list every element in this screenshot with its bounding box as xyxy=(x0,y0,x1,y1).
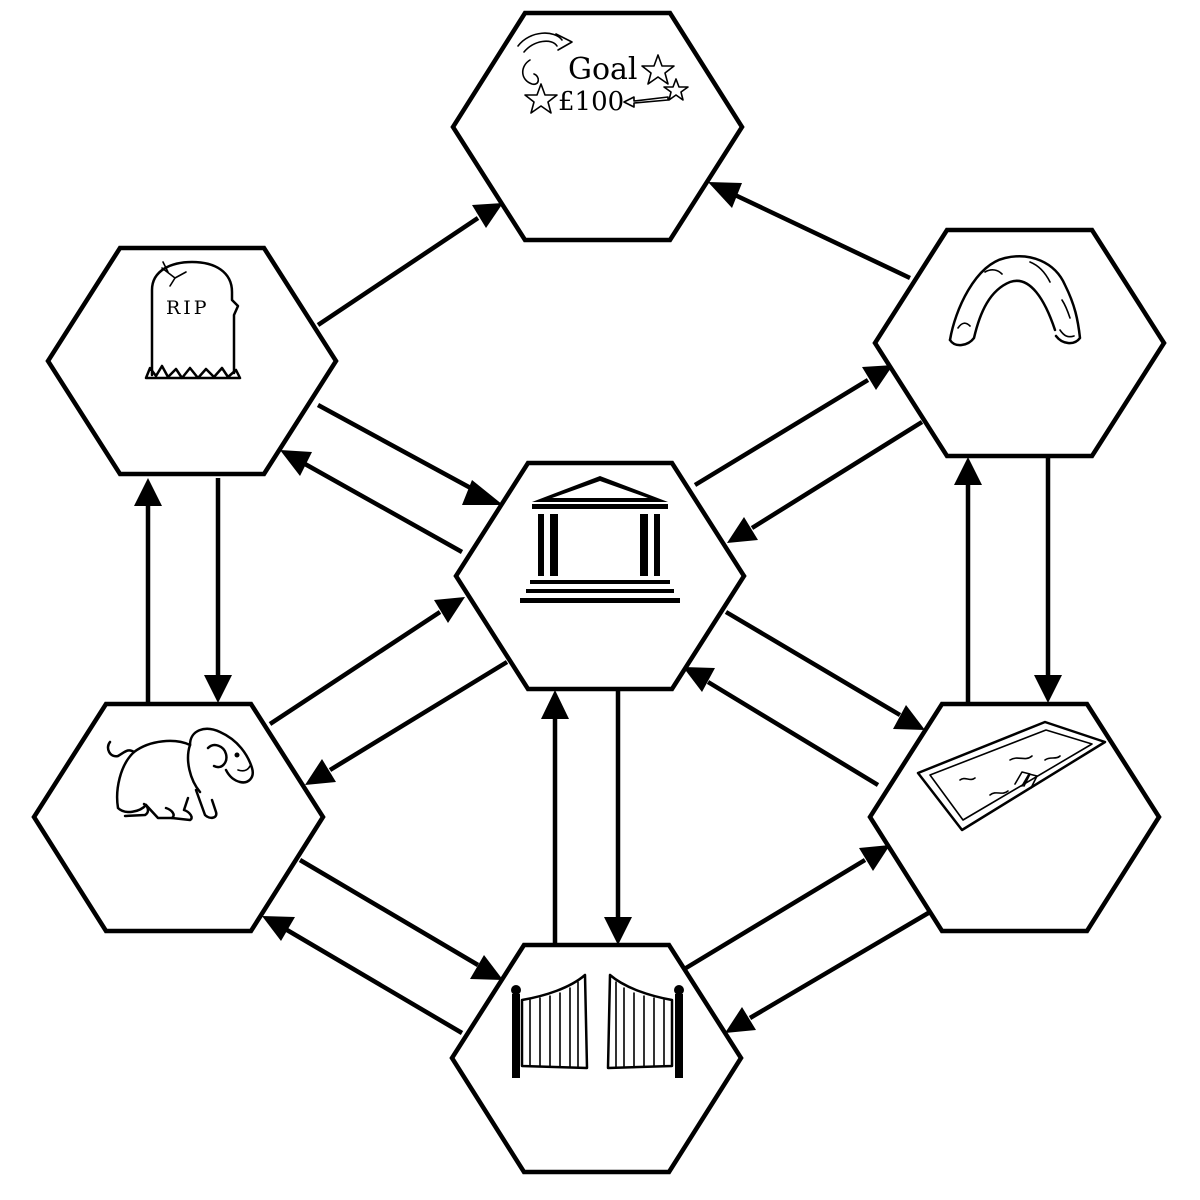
arrow-pool-to-bank xyxy=(706,680,880,787)
arrowhead xyxy=(954,457,982,485)
arrowhead xyxy=(262,916,295,941)
arrowhead xyxy=(541,690,569,719)
arrowhead xyxy=(683,667,715,692)
bank-building-icon xyxy=(520,476,680,603)
arrowhead xyxy=(604,917,632,945)
arrowhead xyxy=(434,597,465,623)
arrowhead xyxy=(727,517,758,543)
hex-goal: Goal £100 xyxy=(450,10,745,243)
arrowhead xyxy=(134,478,162,506)
gate-icon xyxy=(511,973,684,1078)
arrow-cave-to-bank xyxy=(750,420,924,530)
goal-label: Goal xyxy=(568,52,638,87)
arrow-lion-to-bank xyxy=(268,610,442,726)
swimming-pool-icon xyxy=(916,720,1107,832)
arrowhead xyxy=(893,705,925,730)
lion-icon xyxy=(106,727,254,822)
arrowhead xyxy=(1034,675,1062,703)
arrow-pool-to-gate xyxy=(748,910,932,1020)
arrow-bank-to-grave xyxy=(303,462,464,554)
arrow-gate-to-lion xyxy=(285,928,464,1035)
arrow-bank-to-cave xyxy=(693,378,870,487)
arrow-lion-to-gate xyxy=(298,858,480,967)
arrow-bank-to-lion xyxy=(328,660,509,772)
arrowhead xyxy=(725,1007,756,1033)
arrowhead xyxy=(462,480,503,505)
arrows-layer xyxy=(134,182,1062,1035)
arrow-gate-to-pool xyxy=(684,858,867,970)
gravestone-icon: RIP xyxy=(144,260,242,380)
arrowhead xyxy=(204,675,232,703)
hex-cave xyxy=(872,227,1167,459)
goal-amount: £100 xyxy=(558,87,624,117)
arrowhead xyxy=(470,955,503,980)
goal-stars-icon: Goal £100 xyxy=(517,32,689,117)
hex-pool xyxy=(867,701,1162,934)
hex-gate xyxy=(449,942,744,1175)
cave-icon xyxy=(948,255,1082,347)
arrowhead xyxy=(708,182,742,208)
hex-lion xyxy=(31,701,326,934)
hex-bank xyxy=(453,460,747,692)
arrowhead xyxy=(472,203,503,228)
arrowhead xyxy=(305,759,336,785)
hex-grave: RIP xyxy=(45,245,339,477)
arrow-cave-to-goal xyxy=(734,192,911,281)
arrowhead xyxy=(859,845,890,871)
arrow-grave-to-bank xyxy=(316,403,480,494)
grave-label: RIP xyxy=(166,297,210,319)
arrow-grave-to-goal xyxy=(316,216,480,327)
arrowhead xyxy=(280,450,312,476)
arrowhead xyxy=(862,365,893,390)
arrow-bank-to-pool xyxy=(724,610,902,717)
